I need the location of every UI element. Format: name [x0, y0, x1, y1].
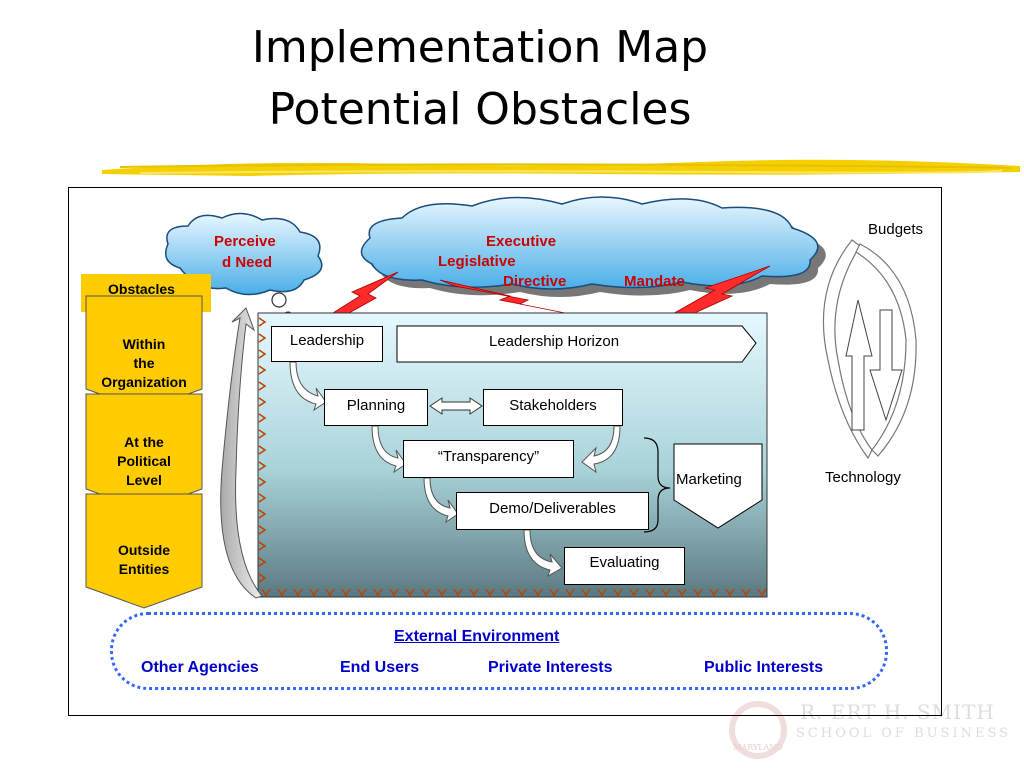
perceived-need-label-2: d Need [222, 254, 273, 271]
obstacles-header-label: Obstacles [108, 281, 175, 297]
obstacle-political-line-1: At the [124, 434, 164, 450]
cycle-up-arrow-head [845, 299, 873, 431]
obstacle-within-line-1: Within [122, 336, 166, 352]
cycle-right-arrow [855, 243, 917, 457]
title-line-1: Implementation Map [251, 22, 709, 73]
school-logo-line-2: SCHOOL OF BUSINESS [796, 726, 1012, 741]
leadership-box: Leadership [271, 326, 383, 362]
obstacle-within-line-3: Organization [101, 374, 187, 390]
cycle-down-arrow-head [869, 309, 903, 422]
perceived-need-label-1: Perceive [214, 233, 276, 250]
leadership-horizon-label: Leadership Horizon [489, 333, 620, 350]
svg-text:MARYLAND: MARYLAND [733, 743, 783, 752]
environment-item-private-interests: Private Interests [488, 659, 613, 676]
stakeholders-box: Stakeholders [483, 389, 623, 426]
obstacle-political-line-2: Political [117, 453, 171, 469]
feedback-curved-arrow [220, 307, 263, 599]
obstacle-outside-line-2: Entities [118, 561, 170, 577]
obstacle-political-line-3: Level [126, 472, 162, 488]
budgets-label: Budgets [868, 221, 924, 238]
obstacle-level-outside-shape [85, 493, 203, 609]
external-environment-title: External Environment [394, 628, 560, 645]
leadership-horizon-arrow [396, 325, 757, 363]
title-line-2: Potential Obstacles [268, 84, 692, 135]
legislative-label: Legislative [438, 253, 516, 270]
environment-item-public-interests: Public Interests [704, 659, 824, 676]
school-logo-line-1: R. ERT H. SMITH [800, 700, 995, 724]
school-seal-logo: MARYLAND [729, 701, 787, 759]
evaluating-box: Evaluating [564, 547, 685, 585]
flow-curved-arrows [289, 361, 621, 578]
executive-label: Executive [486, 233, 557, 250]
mandate-label: Mandate [624, 273, 685, 290]
technology-label: Technology [825, 469, 901, 486]
obstacle-within-line-2: the [133, 355, 155, 371]
transparency-box: “Transparency” [403, 440, 574, 478]
marketing-bracket [643, 437, 671, 533]
environment-item-end-users: End Users [340, 659, 420, 676]
directive-label: Directive [503, 273, 567, 290]
mandate-cloud [360, 196, 819, 290]
thought-bubble-1 [271, 292, 287, 308]
map-frame [68, 187, 942, 716]
flow-bottom-chevron-border [261, 588, 767, 597]
external-environment-frame [110, 612, 888, 690]
planning-box: Planning [324, 389, 428, 426]
planning-stakeholders-double-arrow [429, 397, 483, 415]
demo-deliverables-box: Demo/Deliverables [456, 492, 649, 530]
cycle-left-arrow [822, 239, 873, 460]
lightning-bolt-2 [439, 279, 591, 319]
title-underline-stroke [102, 159, 1020, 176]
flow-left-chevron-border [258, 317, 267, 583]
obstacle-outside-line-1: Outside [117, 542, 171, 558]
environment-item-other-agencies: Other Agencies [141, 659, 259, 676]
marketing-label: Marketing [676, 471, 742, 488]
marketing-shape [673, 443, 763, 529]
